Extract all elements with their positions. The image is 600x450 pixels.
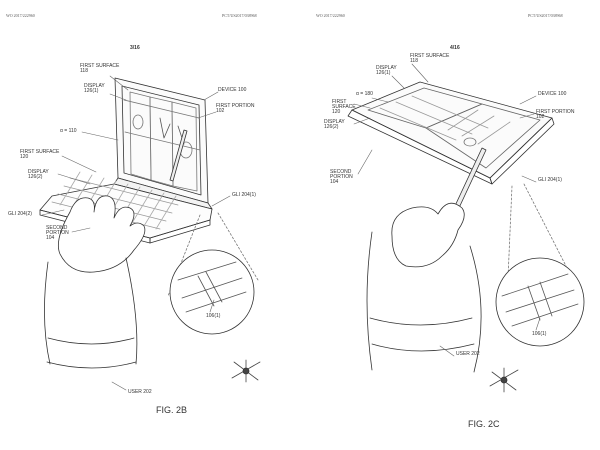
label-display-126-1: DISPLAY 126(1) (84, 83, 105, 94)
label-device-100: DEVICE 100 (218, 87, 247, 93)
label-device-100: DEVICE 100 (538, 91, 567, 97)
label-first-surface-120: FIRST SURFACE 120 (20, 149, 60, 160)
label-second-portion-104: SECOND PORTION 104 (46, 225, 69, 241)
label-user-202: USER 202 (128, 389, 152, 395)
label-display-126-1: DISPLAY 126(1) (376, 65, 397, 76)
label-alpha-180: α = 180 (356, 91, 373, 97)
fig-2b-leader-lines (41, 75, 231, 391)
pct-number-right: PCT/US2017/038968 (528, 13, 563, 18)
fig-2c-leader-lines (353, 63, 541, 357)
label-ref-106-1: 106(1) (206, 313, 221, 319)
fig-2c-device-illustration (347, 81, 585, 393)
doc-number-left: WO 2017/222960 (6, 13, 35, 18)
figure-caption-2c: FIG. 2C (468, 419, 500, 429)
figure-caption-2b: FIG. 2B (156, 405, 188, 415)
label-gli-204-2: GLI 204(2) (8, 211, 32, 217)
label-first-portion-102: FIRST PORTION 102 (216, 103, 255, 114)
label-gli-204-1: GLI 204(1) (232, 192, 256, 198)
label-alpha-110: α = 110 (60, 128, 77, 134)
label-second-portion-104: SECOND PORTION 104 (330, 169, 353, 185)
label-display-126-2: DISPLAY 126(2) (324, 119, 345, 130)
label-user-202: USER 202 (456, 351, 480, 357)
sheet-number-left: 3/16 (130, 45, 140, 51)
doc-number-right: WO 2017/222960 (316, 13, 345, 18)
label-gli-204-1: GLI 204(1) (538, 177, 562, 183)
label-first-surface-118: FIRST SURFACE 118 (410, 53, 450, 64)
label-ref-106-1: 106(1) (532, 331, 547, 337)
label-first-portion-102: FIRST PORTION 102 (536, 109, 575, 120)
pct-number-left: PCT/US2017/038968 (222, 13, 257, 18)
label-first-surface-118: FIRST SURFACE 118 (80, 63, 120, 74)
sheet-number-right: 4/16 (450, 45, 460, 51)
label-first-surface-120: FIRST SURFACE 120 (332, 99, 356, 115)
fig-2b-device-illustration (39, 77, 261, 383)
label-display-126-2: DISPLAY 126(2) (28, 169, 49, 180)
